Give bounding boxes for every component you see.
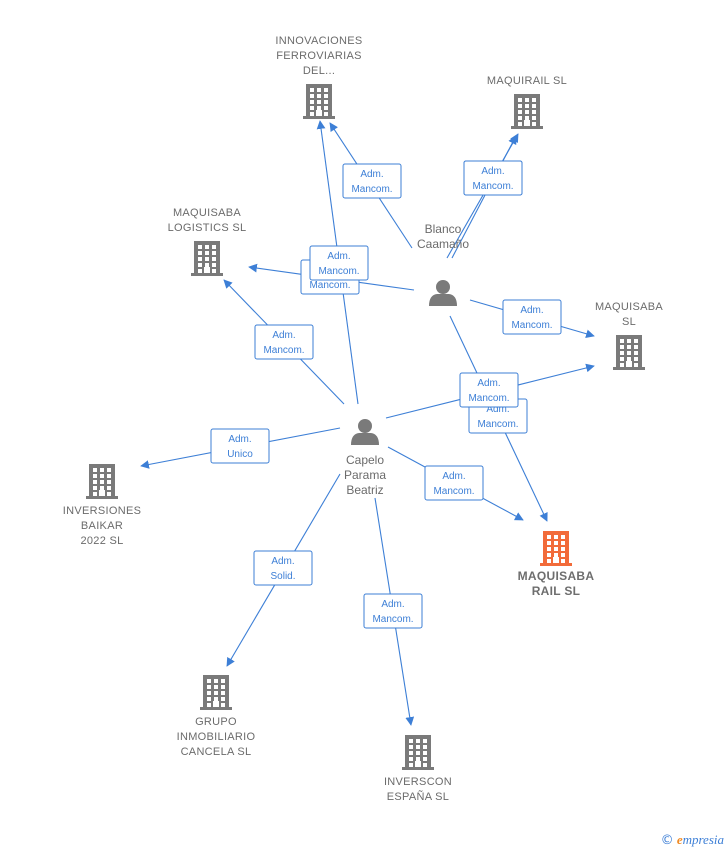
edge-role-text: Mancom.	[511, 320, 552, 331]
building-icon[interactable]	[402, 735, 434, 770]
edge-role-text: Mancom.	[263, 345, 304, 356]
edge-role-label[interactable]: Adm. Mancom.	[502, 299, 562, 335]
company-label-inversiones-baikar[interactable]: INVERSIONES	[63, 505, 142, 517]
edge-role-text: Adm.	[327, 251, 350, 262]
edge-role-text: Mancom.	[351, 184, 392, 195]
edge-labels-layer: Adm.Mancom.Adm.Mancom.Adm.Mancom.Adm.Man…	[210, 160, 562, 629]
person-label-capelo[interactable]: Parama	[344, 468, 386, 482]
company-label-maquisaba-rail[interactable]: RAIL SL	[532, 584, 581, 598]
building-icon[interactable]	[191, 241, 223, 276]
brand-name: mpresia	[682, 832, 724, 847]
edge-role-text: Adm.	[228, 434, 251, 445]
company-label-maquisaba-rail[interactable]: MAQUISABA	[518, 569, 595, 583]
company-label-inverscon[interactable]: ESPAÑA SL	[387, 790, 449, 803]
edge-role-text: Mancom.	[372, 614, 413, 625]
edge-role-text: Adm.	[271, 556, 294, 567]
company-label-grupo-inmobiliario[interactable]: CANCELA SL	[181, 746, 252, 758]
edge-role-text: Solid.	[270, 571, 295, 582]
company-label-grupo-inmobiliario[interactable]: INMOBILIARIO	[177, 731, 256, 743]
company-label-maquisaba-logistics[interactable]: LOGISTICS SL	[168, 222, 247, 234]
edge-role-text: Adm.	[442, 471, 465, 482]
person-icon[interactable]	[351, 419, 379, 445]
company-label-maquisaba-sl[interactable]: MAQUISABA	[595, 301, 663, 313]
company-label-grupo-inmobiliario[interactable]: GRUPO	[195, 716, 237, 728]
company-label-inversiones-baikar[interactable]: 2022 SL	[80, 535, 123, 547]
edge-role-label[interactable]: Adm. Mancom.	[424, 465, 484, 501]
company-label-maquisaba-logistics[interactable]: MAQUISABA	[173, 207, 241, 219]
edge-role-text: Adm.	[481, 166, 504, 177]
edge-role-label[interactable]: Adm. Mancom.	[363, 593, 423, 629]
edge-role-label[interactable]: Adm. Mancom.	[254, 324, 314, 360]
building-icon[interactable]	[511, 94, 543, 129]
edge-role-text: Mancom.	[433, 486, 474, 497]
footer-brand[interactable]: © empresia	[661, 832, 724, 848]
company-label-maquisaba-sl[interactable]: SL	[622, 316, 636, 328]
edge-role-text: Adm.	[477, 378, 500, 389]
edge-role-label[interactable]: Adm. Mancom.	[463, 160, 523, 196]
person-label-capelo[interactable]: Beatriz	[346, 483, 383, 497]
company-label-inverscon[interactable]: INVERSCON	[384, 776, 452, 788]
edge-role-text: Mancom.	[468, 393, 509, 404]
edge-role-text: Adm.	[520, 305, 543, 316]
person-label-capelo[interactable]: Capelo	[346, 453, 384, 467]
edge-role-text: Mancom.	[309, 280, 350, 291]
edge-role-label[interactable]: Adm. Mancom.	[342, 163, 402, 199]
building-icon[interactable]	[613, 335, 645, 370]
edge-role-text: Adm.	[272, 330, 295, 341]
edge-role-label[interactable]: Adm. Mancom.	[459, 372, 519, 408]
company-label-innovaciones[interactable]: INNOVACIONES	[275, 35, 362, 47]
edge-role-label[interactable]: Adm. Unico	[210, 428, 270, 464]
person-label-blanco[interactable]: Blanco	[425, 222, 462, 236]
company-label-innovaciones[interactable]: FERROVIARIAS	[276, 50, 362, 62]
company-label-maquirail[interactable]: MAQUIRAIL SL	[487, 75, 567, 87]
edge-role-text: Adm.	[381, 599, 404, 610]
company-label-innovaciones[interactable]: DEL...	[303, 65, 335, 77]
person-icon[interactable]	[429, 280, 457, 306]
edge-role-text: Mancom.	[472, 181, 513, 192]
brand-initial: e	[676, 832, 683, 847]
building-icon[interactable]	[540, 531, 572, 566]
company-label-inversiones-baikar[interactable]: BAIKAR	[81, 520, 123, 532]
building-icon[interactable]	[303, 84, 335, 119]
edge-role-text: Adm.	[486, 404, 509, 415]
edge-role-label[interactable]: Adm. Solid.	[253, 550, 313, 586]
edge-role-text: Mancom.	[477, 419, 518, 430]
edge-role-text: Mancom.	[318, 266, 359, 277]
person-label-blanco[interactable]: Caamaño	[417, 237, 469, 251]
nodes-layer: INNOVACIONES FERROVIARIAS DEL... MAQUIRAIL …	[63, 35, 663, 803]
edge-role-text: Adm.	[360, 169, 383, 180]
copyright-icon: ©	[660, 833, 674, 848]
building-icon[interactable]	[200, 675, 232, 710]
edge-blanco-to-maquirail	[451, 135, 517, 259]
edge-role-text: Unico	[227, 449, 253, 460]
building-icon[interactable]	[86, 464, 118, 499]
edge-role-label[interactable]: Adm. Mancom.	[309, 245, 369, 281]
